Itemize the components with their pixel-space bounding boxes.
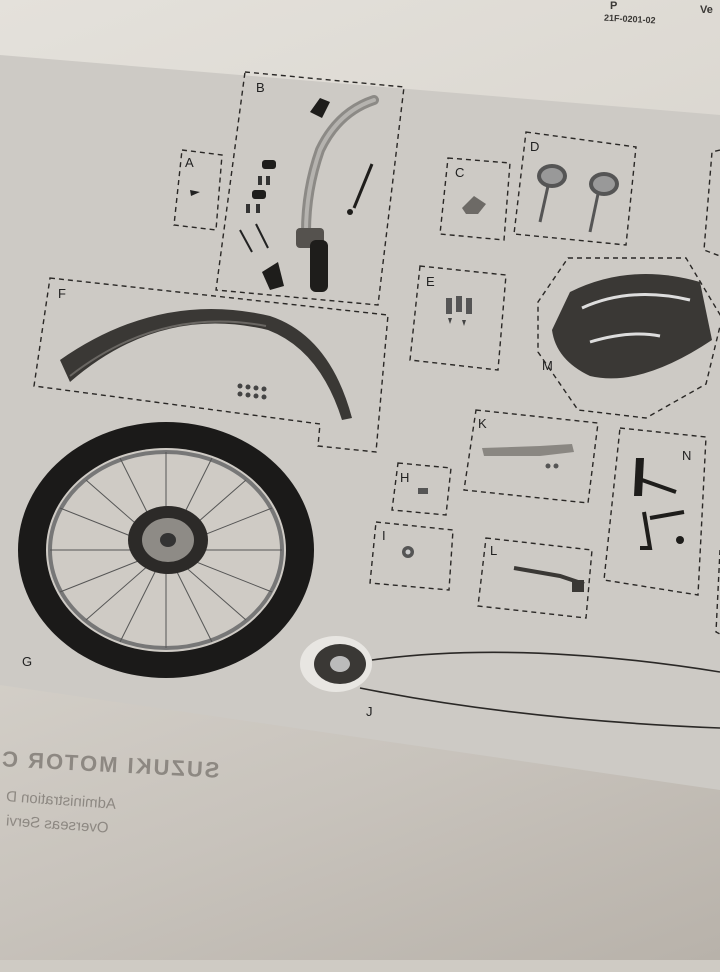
part-G-wheel <box>18 422 314 678</box>
part-label-L: L <box>490 543 498 558</box>
part-label-D: D <box>530 139 540 154</box>
part-I-drawing <box>402 546 414 558</box>
part-N-drawing <box>634 458 685 550</box>
box-H <box>391 462 452 516</box>
part-F-drawing <box>60 308 352 420</box>
part-A-drawing <box>190 190 200 196</box>
part-label-A: A <box>185 155 194 170</box>
box-B <box>215 71 405 306</box>
box-E <box>409 265 507 371</box>
box-edge-right-top <box>703 149 720 257</box>
box-I <box>369 521 454 591</box>
part-D-drawing <box>537 164 619 233</box>
part-H-drawing <box>418 488 428 494</box>
box-L <box>477 537 593 619</box>
part-label-G: G <box>22 654 33 669</box>
part-label-H: H <box>400 470 410 485</box>
part-C-drawing <box>462 196 486 214</box>
box-A <box>173 149 223 231</box>
box-edge-right-bottom <box>715 549 720 635</box>
part-label-N: N <box>682 448 692 463</box>
part-E-drawing <box>446 296 472 326</box>
box-C <box>439 157 511 241</box>
part-L-drawing <box>513 566 585 592</box>
part-M-drawing <box>552 274 712 379</box>
part-label-F: F <box>58 286 66 301</box>
part-K-drawing <box>482 444 574 469</box>
part-label-I: I <box>382 528 386 543</box>
part-label-J: J <box>366 704 373 719</box>
box-K <box>463 409 599 504</box>
part-label-E: E <box>426 274 435 289</box>
box-D <box>513 131 637 246</box>
part-label-K: K <box>478 416 487 431</box>
part-label-C: C <box>455 165 465 180</box>
part-label-B: B <box>256 80 265 95</box>
header-corner-left: P <box>610 0 618 12</box>
header-corner-right: Ve <box>700 4 713 16</box>
box-F <box>33 277 389 453</box>
box-N <box>603 427 707 596</box>
box-M <box>537 257 720 419</box>
part-label-M: M <box>542 358 553 373</box>
part-B-drawing <box>239 95 379 292</box>
part-J-drawing <box>300 636 720 729</box>
